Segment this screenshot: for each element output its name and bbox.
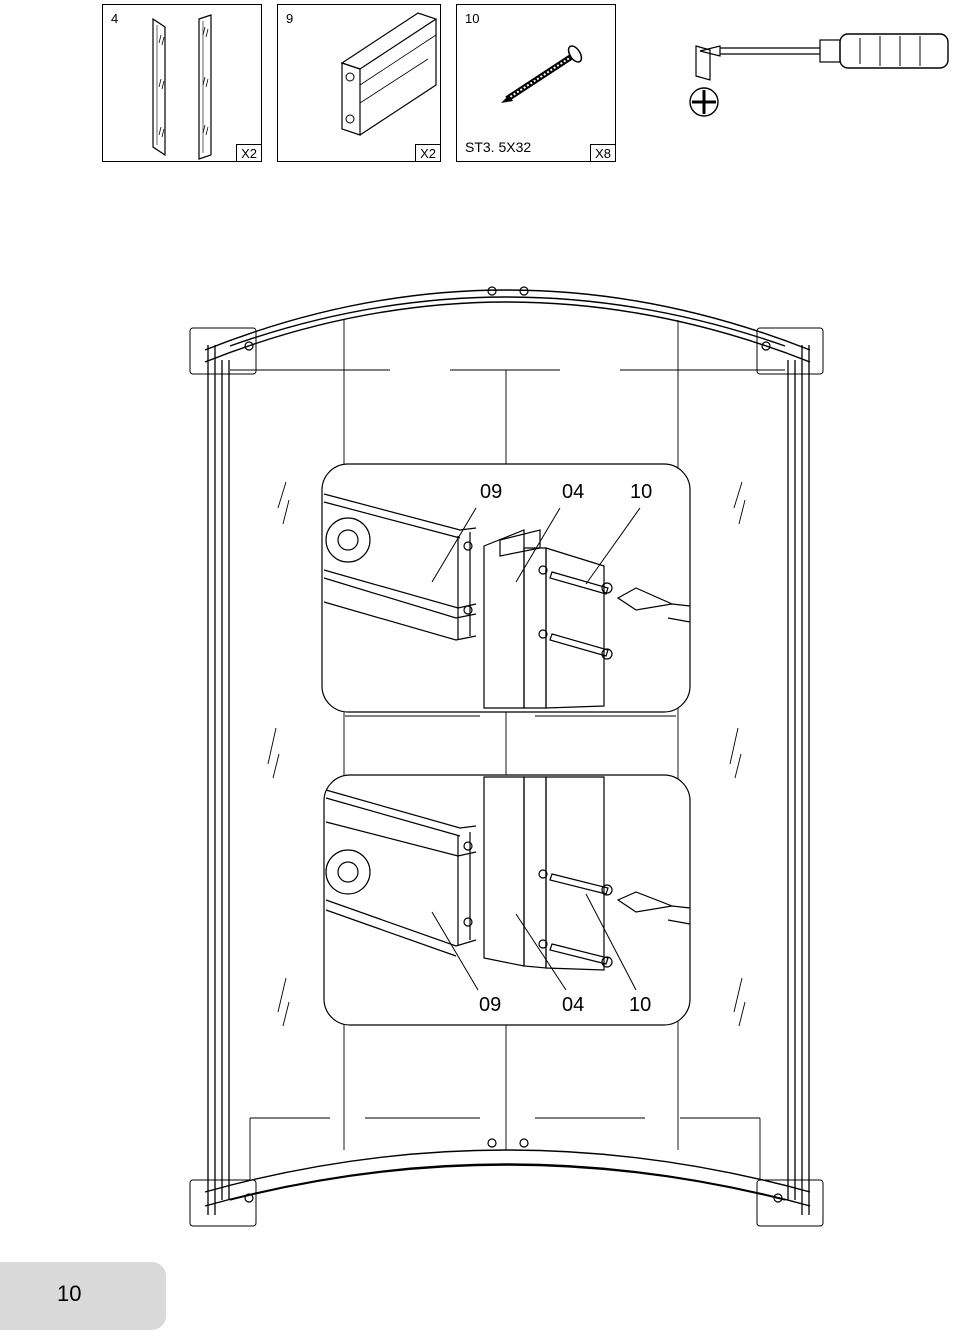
part-box-10: 10 ST3. 5X32 X8 [456,4,616,162]
part-number: 4 [111,11,119,26]
track-profile-icon [340,12,438,136]
assembly-drawing [189,286,824,1227]
quantity-label: X2 [415,144,441,162]
callout-label-09: 09 [480,481,503,503]
callout-label-09: 09 [479,994,502,1016]
callout-label-04: 04 [562,481,585,503]
part-number: 9 [286,11,294,26]
screw-spec: ST3. 5X32 [465,139,532,155]
part-box-9: 9 X2 [277,4,441,162]
page-number-tab [0,1262,166,1330]
callout-label-10: 10 [630,481,653,503]
part-number: 10 [465,11,480,26]
screw-icon [501,45,583,103]
detail-view-top [321,463,691,713]
glass-panel-icon [152,14,212,160]
callout-label-04: 04 [562,994,585,1016]
quantity-label: X8 [590,144,616,162]
page-number: 10 [57,1281,82,1306]
quantity-label: X2 [236,144,262,162]
part-box-4: 4 X2 [102,4,262,162]
callout-label-10: 10 [629,994,652,1016]
screwdriver-icon [689,33,949,117]
detail-view-bottom [323,774,691,1026]
